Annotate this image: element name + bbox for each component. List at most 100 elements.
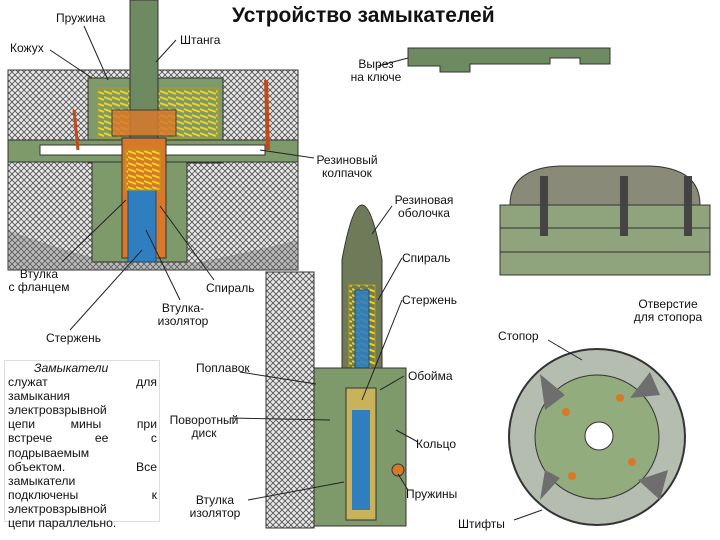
- label-stopper-hole: Отверстие для стопора: [622, 298, 714, 324]
- disc-segment-1: [540, 374, 565, 410]
- label-insulator-bottom-line-2: изолятор: [189, 506, 241, 520]
- bracket-3: [684, 176, 692, 236]
- note-word: Все: [135, 459, 157, 474]
- label-flange-sleeve-line-2: с фланцем: [8, 280, 70, 294]
- lower-left-section: [265, 271, 407, 529]
- label-insulator-bottom: Втулка изолятор: [184, 494, 246, 520]
- disc-segment-2: [630, 372, 660, 398]
- label-float: Поплавок: [196, 361, 250, 375]
- disc-segment-4: [638, 470, 668, 500]
- note-word: служат: [8, 375, 48, 390]
- label-stopper-hole-line-2: для стопора: [633, 310, 703, 324]
- note-word: к: [151, 487, 157, 502]
- screw-left: [72, 109, 80, 151]
- note-line: служат для: [8, 375, 157, 389]
- label-ring: Кольцо: [416, 437, 457, 451]
- bracket-2: [620, 176, 628, 236]
- label-rubber-cap-line-2: колпачок: [322, 166, 372, 180]
- label-rubber-cap: Резиновый колпачок: [312, 154, 382, 180]
- disc-hub: [584, 421, 614, 451]
- label-spring: Пружина: [56, 11, 106, 25]
- spiral-coil-inner: [125, 149, 161, 191]
- note-word: замыкатели: [8, 473, 76, 488]
- label-stopper: Стопор: [498, 329, 539, 343]
- label-spiral-right: Спираль: [402, 251, 451, 265]
- note-word: подрываемым: [8, 445, 90, 460]
- label-flange-sleeve: Втулка с фланцем: [6, 268, 72, 294]
- leader-casing: [49, 49, 93, 79]
- note-line: электровзрывной: [8, 403, 157, 417]
- label-rotary-disc-line-2: диск: [191, 426, 217, 440]
- label-core-right: Стержень: [402, 293, 457, 307]
- note-line: цепи параллельно.: [8, 516, 157, 530]
- label-rotary-disc-line-1: Поворотный: [169, 413, 239, 427]
- note-word: замыкания: [8, 389, 71, 404]
- rod-collar: [111, 109, 177, 137]
- label-clip: Обойма: [408, 369, 453, 383]
- note-line: замыкатели: [8, 474, 157, 488]
- leader-flange-sleeve: [61, 199, 127, 263]
- blue-core-tube: [127, 189, 157, 263]
- leader-spiral-mid: [159, 205, 215, 281]
- label-casing: Кожух: [10, 41, 44, 55]
- note-word: цепи: [8, 417, 36, 432]
- leader-insulator: [145, 229, 181, 301]
- label-core-left: Стержень: [46, 331, 101, 345]
- note-word: объектом.: [8, 459, 66, 474]
- note-line: подрываемым: [8, 446, 157, 460]
- label-rod: Штанга: [180, 33, 221, 47]
- note-word: подключены: [8, 487, 79, 502]
- leader-float: [239, 371, 317, 385]
- pin-2: [616, 394, 624, 402]
- label-insulator-sleeve-line-1: Втулка-: [161, 301, 205, 315]
- label-springs: Пружины: [406, 487, 458, 501]
- leader-ring: [395, 429, 419, 443]
- pin-1: [562, 408, 570, 416]
- leader-spring: [83, 25, 109, 81]
- note-line: замыкания: [8, 389, 157, 403]
- dome-cap: [509, 165, 701, 206]
- top-left-closer-section: [7, 0, 299, 271]
- leader-key: [377, 57, 409, 67]
- note-word: встрече: [8, 431, 53, 446]
- note-word: с: [150, 431, 157, 446]
- leader-spiral-right: [377, 257, 403, 301]
- label-key-cut-line-1: Вырез: [358, 57, 394, 71]
- label-rubber-cap-line-1: Резиновый: [316, 153, 378, 167]
- disc-segment-3: [540, 470, 560, 500]
- leader-springs: [397, 473, 409, 491]
- pin-4: [628, 458, 636, 466]
- leader-cap: [259, 149, 315, 159]
- leader-pins: [513, 509, 543, 521]
- label-spiral-mid: Спираль: [206, 281, 255, 295]
- leader-shell: [371, 205, 393, 235]
- note-word: мины: [70, 417, 102, 432]
- label-key-cut: Вырез на ключе: [344, 58, 408, 84]
- note-line: объектом. Все: [8, 460, 157, 474]
- float-core: [352, 410, 370, 510]
- label-insulator-sleeve-line-2: изолятор: [157, 314, 209, 328]
- note-word: для: [136, 375, 157, 390]
- note-word: электровзрывной: [8, 501, 107, 516]
- label-stopper-hole-line-1: Отверстие: [638, 297, 698, 311]
- note-word: цепи параллельно.: [8, 516, 117, 531]
- closer-external-view: [499, 165, 711, 276]
- spring-ball: [391, 463, 405, 477]
- leader-disc: [229, 417, 331, 421]
- note-line: подключены к: [8, 488, 157, 502]
- note-word: электровзрывной: [8, 403, 107, 418]
- note-word: при: [136, 417, 157, 432]
- bracket-1: [540, 176, 548, 236]
- label-insulator-sleeve: Втулка- изолятор: [150, 302, 216, 328]
- leader-stopper: [547, 339, 583, 361]
- page-title: Устройство замыкателей: [232, 4, 495, 27]
- body-ring: [499, 204, 711, 276]
- label-insulator-bottom-line-1: Втулка: [195, 493, 235, 507]
- label-rubber-shell: Резиновая оболочка: [388, 194, 460, 220]
- leader-insulator-bottom: [247, 481, 345, 501]
